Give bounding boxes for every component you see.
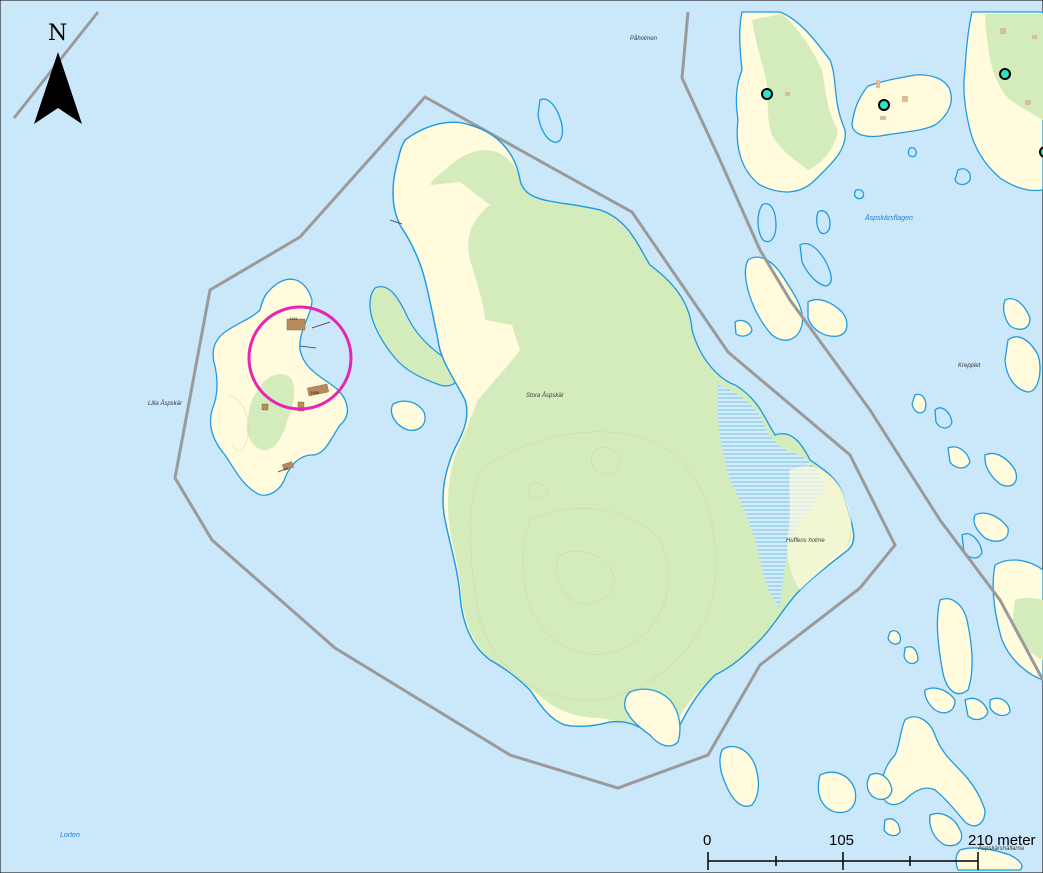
buildings bbox=[261, 28, 1037, 471]
building-small-3 bbox=[282, 461, 294, 471]
jetties bbox=[277, 219, 403, 473]
forest-east-2 bbox=[985, 14, 1043, 120]
highlight-ring[interactable] bbox=[247, 305, 353, 411]
building-small-2 bbox=[261, 403, 269, 411]
scale-tick-105: 105 bbox=[829, 832, 854, 849]
forest-pahoimen bbox=[752, 14, 838, 170]
point-markers bbox=[761, 68, 1043, 158]
point-marker-2[interactable] bbox=[878, 99, 890, 111]
label-huffens-holme: Huffens holme bbox=[786, 538, 825, 544]
scale-tick-210: 210 meter bbox=[968, 832, 1036, 849]
eastern-islands bbox=[537, 11, 1043, 871]
north-arrow: N bbox=[34, 21, 82, 124]
islets-west bbox=[369, 286, 460, 431]
point-marker-3[interactable] bbox=[999, 68, 1011, 80]
huffens-holme-area bbox=[787, 466, 852, 590]
boundary-east bbox=[680, 11, 1043, 681]
building-1458 bbox=[307, 383, 329, 397]
forest-stora-aspskar bbox=[430, 150, 852, 737]
scale-tick-0: 0 bbox=[703, 832, 711, 849]
islet-south bbox=[624, 688, 681, 747]
protected-area-boundary bbox=[173, 95, 897, 790]
building-label-1461: 1461 bbox=[289, 316, 299, 321]
north-arrow-icon bbox=[34, 52, 82, 124]
label-pahoimen: Påholmen bbox=[630, 35, 658, 42]
label-aspskarshallarna: Åspskärshällarna bbox=[977, 845, 1025, 852]
island-stora-aspskar bbox=[392, 121, 855, 741]
point-marker-1[interactable] bbox=[761, 88, 773, 100]
label-lilla-aspskar: Lilla Åspskär bbox=[148, 400, 183, 407]
island-lilla-aspskar bbox=[209, 278, 348, 496]
north-arrow-label: N bbox=[48, 21, 67, 46]
label-aspskarsflagen: Åspskärsflagen bbox=[864, 213, 913, 222]
forest-lilla-aspskar bbox=[246, 373, 295, 451]
label-lorten: Lorten bbox=[60, 832, 80, 839]
scale-bar: 0 105 210 meter bbox=[703, 832, 1036, 870]
building-small-1 bbox=[297, 401, 305, 412]
building-label-1458: 1458 bbox=[310, 390, 320, 395]
marsh-area bbox=[718, 385, 825, 608]
point-marker-4[interactable] bbox=[1039, 146, 1043, 158]
island-east-1 bbox=[851, 74, 952, 138]
label-krapplet: Krepplet bbox=[958, 363, 981, 369]
label-stora-aspskar: Stora Åspskär bbox=[526, 392, 565, 399]
building-1461 bbox=[286, 318, 306, 331]
